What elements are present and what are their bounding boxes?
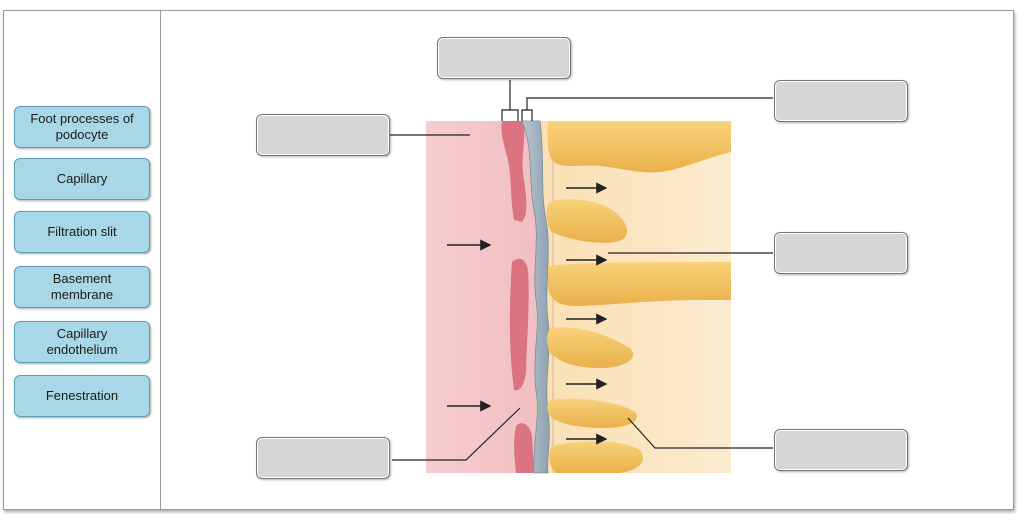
- drop-target-right-middle[interactable]: [774, 232, 908, 274]
- label-chip-capillary[interactable]: Capillary: [14, 158, 150, 200]
- leader-lines: [390, 80, 773, 461]
- label-chip-capillary-endothelium[interactable]: Capillary endothelium: [14, 321, 150, 363]
- endothelium-segment: [514, 423, 534, 473]
- drop-target-top[interactable]: [437, 37, 571, 79]
- flow-arrows: [447, 182, 608, 445]
- drop-target-right-lower[interactable]: [774, 429, 908, 471]
- endothelium-segment: [509, 258, 529, 391]
- label-bank: Foot processes of podocyte Capillary Fil…: [4, 11, 161, 509]
- label-chip-fenestration[interactable]: Fenestration: [14, 375, 150, 417]
- drop-target-right-upper[interactable]: [774, 80, 908, 122]
- foot-processes: [546, 121, 731, 473]
- drop-target-left-lower[interactable]: [256, 437, 390, 479]
- endothelium-segment: [501, 121, 527, 222]
- drop-target-left-upper[interactable]: [256, 114, 390, 156]
- basement-membrane-layer: [521, 120, 550, 474]
- label-chip-basement-membrane[interactable]: Basement membrane: [14, 266, 150, 308]
- label-chip-foot-processes[interactable]: Foot processes of podocyte: [14, 106, 150, 148]
- label-chip-filtration-slit[interactable]: Filtration slit: [14, 211, 150, 253]
